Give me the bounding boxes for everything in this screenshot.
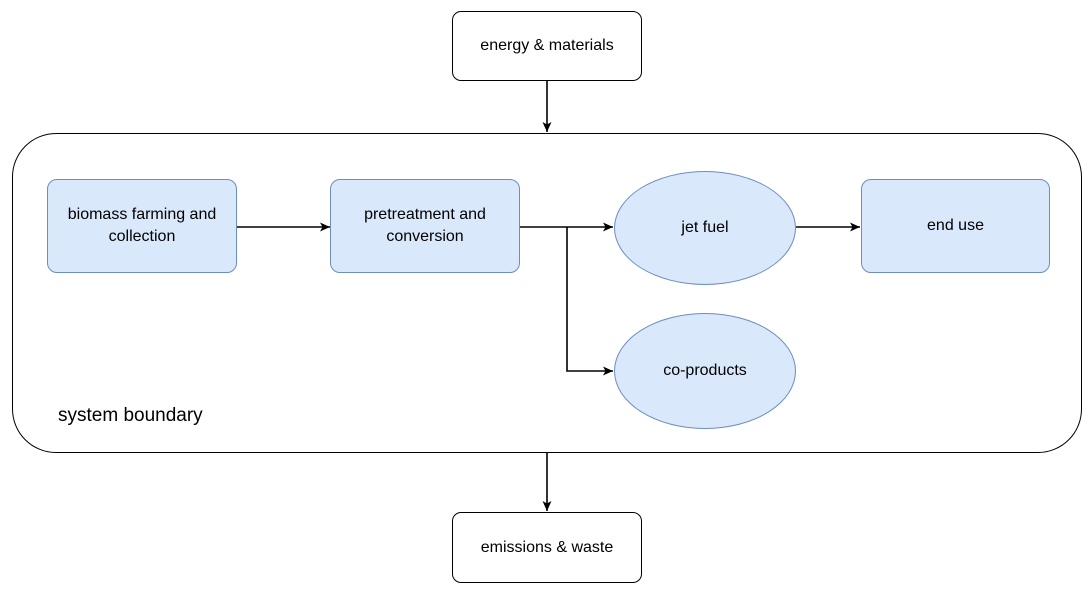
node-jet-fuel: jet fuel bbox=[614, 171, 796, 285]
node-end-use-label: end use bbox=[927, 217, 984, 234]
node-biomass-farming: biomass farming and collection bbox=[47, 179, 237, 273]
node-emissions-waste-label: emissions & waste bbox=[480, 538, 614, 556]
node-energy-materials: energy & materials bbox=[452, 11, 642, 81]
node-pretreatment-conversion-label: pretreatment and conversion bbox=[364, 206, 486, 245]
node-biomass-farming-label: biomass farming and collection bbox=[67, 206, 217, 245]
system-boundary-label: system boundary bbox=[58, 405, 203, 426]
arrow-pretreatment-to-co-products bbox=[566, 227, 613, 376]
node-pretreatment-conversion: pretreatment and conversion bbox=[330, 179, 520, 273]
node-jet-fuel-label: jet fuel bbox=[681, 219, 729, 236]
node-end-use: end use bbox=[861, 179, 1050, 273]
node-energy-materials-label: energy & materials bbox=[480, 37, 614, 54]
node-emissions-waste: emissions & waste bbox=[452, 512, 642, 583]
node-co-products-label: co-products bbox=[663, 362, 747, 379]
node-co-products: co-products bbox=[614, 313, 796, 429]
